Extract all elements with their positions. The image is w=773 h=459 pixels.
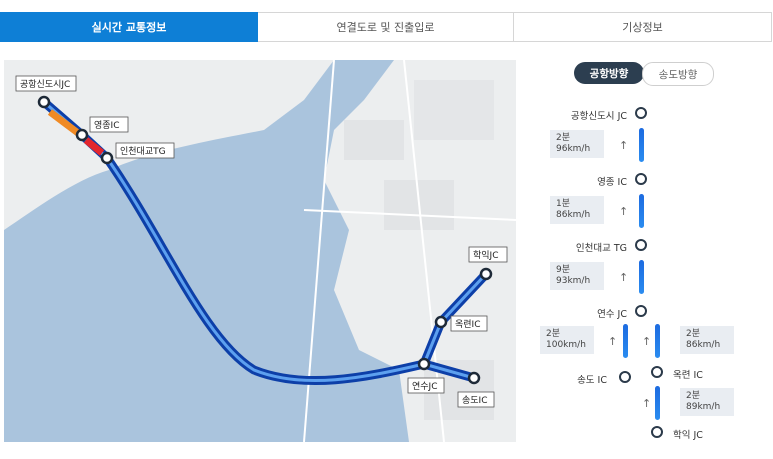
direction-arrow-icon: ↑	[642, 397, 652, 410]
tab-realtime-traffic[interactable]: 실시간 교통정보	[0, 12, 258, 42]
map-label-yeongjong-ic: 영종IC	[94, 120, 120, 131]
map-label-incheon-bridge-tg: 인천대교TG	[120, 146, 166, 157]
node-ring-airport-city-jc[interactable]	[635, 107, 647, 119]
tab-weather[interactable]: 기상정보	[514, 12, 772, 42]
node-songdo-ic[interactable]	[467, 371, 481, 385]
direction-arrow-icon: ↑	[619, 205, 629, 218]
node-label-songdo-ic: 송도 IC	[577, 375, 607, 386]
congestion-red	[83, 137, 105, 156]
node-ring-hakik-jc[interactable]	[651, 426, 663, 438]
map-label-songdo-ic: 송도IC	[462, 395, 488, 406]
map-label-yeonsu-jc: 연수JC	[412, 381, 438, 392]
traffic-map[interactable]: 공항신도시JC 영종IC 인천대교TG 학익JC 옥련IC 연수JC 송도IC	[4, 60, 516, 442]
node-label-okryeon-ic: 옥련 IC	[673, 370, 703, 381]
node-ring-incheon-bridge-tg[interactable]	[635, 239, 647, 251]
sea-area	[4, 60, 409, 442]
node-incheon-bridge-tg[interactable]	[100, 151, 114, 165]
node-yeongjong-ic[interactable]	[75, 128, 89, 142]
direction-arrow-icon: ↑	[642, 335, 652, 348]
map-label-okryeon-ic: 옥련IC	[455, 319, 481, 330]
congestion-orange	[47, 109, 81, 136]
node-label-yeongjong-ic: 영종 IC	[597, 177, 627, 188]
segment-bar-1	[639, 128, 644, 162]
segment-bar-4	[623, 324, 628, 358]
segment-bar-2	[639, 194, 644, 228]
node-yeonsu-jc[interactable]	[417, 357, 431, 371]
map-canvas: 공항신도시JC 영종IC 인천대교TG 학익JC 옥련IC 연수JC 송도IC	[4, 60, 516, 442]
tab-bar: 실시간 교통정보 연결도로 및 진출입로 기상정보	[0, 12, 773, 42]
node-hakik-jc[interactable]	[479, 267, 493, 281]
node-ring-okryeon-ic[interactable]	[651, 366, 663, 378]
node-ring-yeonsu-jc[interactable]	[635, 305, 647, 317]
direction-arrow-icon: ↑	[619, 139, 629, 152]
node-ring-yeongjong-ic[interactable]	[635, 173, 647, 185]
node-label-hakik-jc: 학익 JC	[673, 430, 703, 441]
node-label-airport-city-jc: 공항신도시 JC	[570, 111, 627, 122]
direction-airport-button[interactable]: 공항방향	[574, 62, 644, 84]
map-label-airport-city-jc: 공항신도시JC	[20, 79, 70, 90]
direction-songdo-button[interactable]: 송도방향	[642, 62, 714, 86]
segment-bar-5	[655, 324, 660, 358]
map-label-hakik-jc: 학익JC	[473, 249, 499, 261]
direction-arrow-icon: ↑	[608, 335, 618, 348]
node-label-yeonsu-jc: 연수 JC	[597, 309, 627, 320]
direction-arrow-icon: ↑	[619, 271, 629, 284]
segment-bar-6	[655, 386, 660, 420]
segment-bar-3	[639, 260, 644, 294]
tab-connecting-roads[interactable]: 연결도로 및 진출입로	[258, 12, 514, 42]
node-okryeon-ic[interactable]	[434, 315, 448, 329]
node-airport-city-jc[interactable]	[37, 95, 51, 109]
node-ring-songdo-ic[interactable]	[619, 371, 631, 383]
node-label-incheon-bridge-tg: 인천대교 TG	[575, 243, 627, 254]
